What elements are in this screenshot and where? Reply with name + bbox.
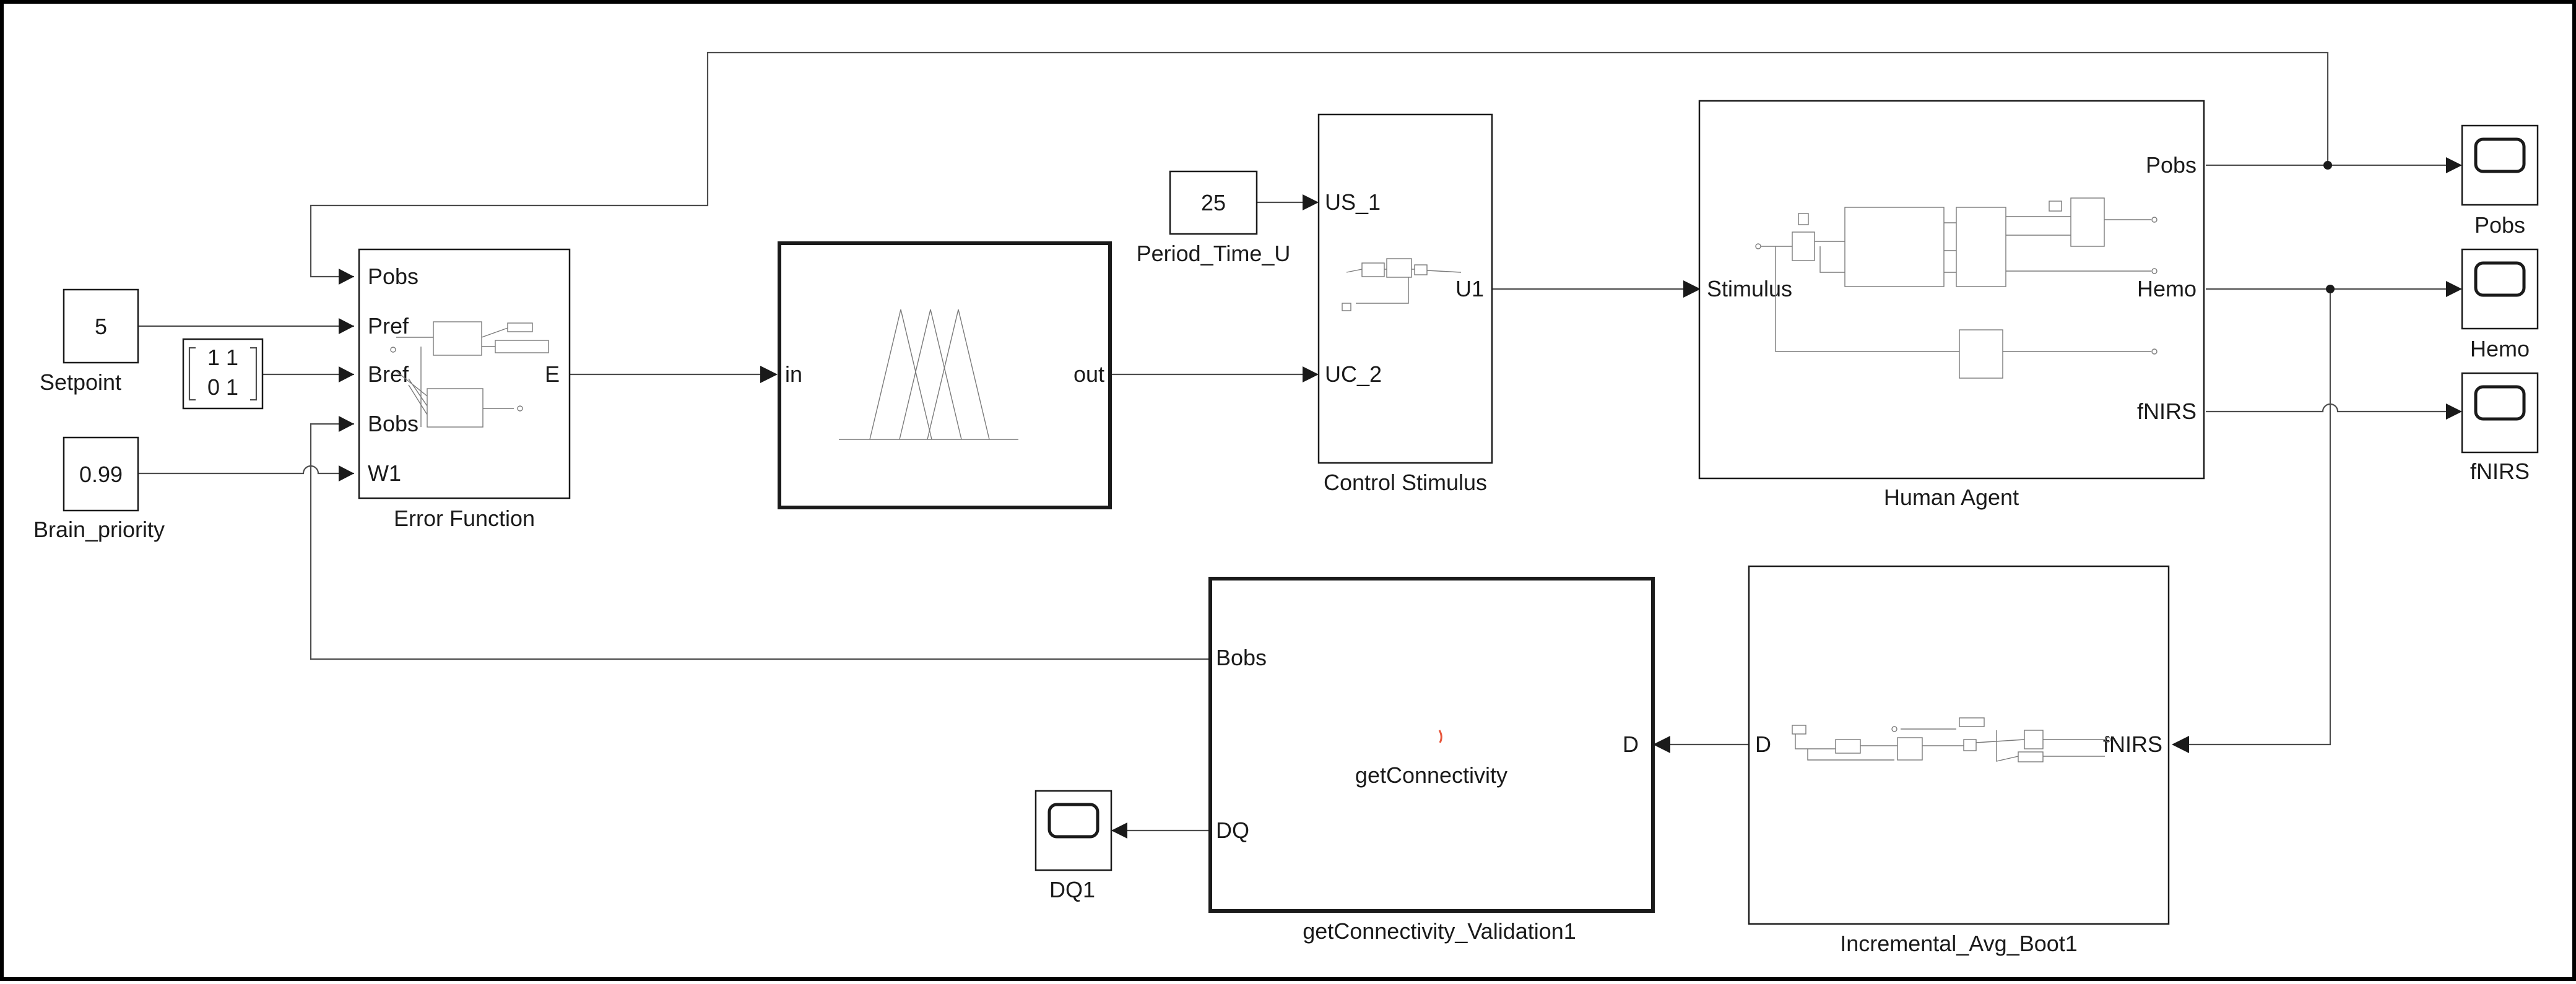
bracket-left bbox=[188, 347, 196, 401]
wire-bobs-feedback[interactable] bbox=[310, 423, 1210, 660]
arrow-icon bbox=[760, 366, 778, 383]
junction-dot bbox=[2323, 161, 2332, 170]
port-us1: US_1 bbox=[1325, 189, 1381, 215]
scope-icon bbox=[2474, 385, 2526, 421]
get-connectivity-block[interactable]: Bobs D DQ getConnectivity getConnectivit… bbox=[1208, 577, 1655, 944]
arrow-icon bbox=[1111, 822, 1127, 839]
arrow-icon bbox=[2446, 157, 2462, 173]
port-pref: Pref bbox=[368, 313, 409, 339]
port-w1: W1 bbox=[368, 460, 401, 486]
setpoint-block[interactable]: 5 Setpoint bbox=[40, 288, 139, 395]
port-e: E bbox=[545, 361, 560, 387]
arrow-icon bbox=[339, 269, 354, 285]
port-bobs: Bobs bbox=[368, 411, 418, 436]
get-connectivity-label: getConnectivity_Validation1 bbox=[1303, 918, 1576, 944]
scope-hemo[interactable]: Hemo bbox=[2461, 248, 2539, 361]
arrow-icon bbox=[1653, 736, 1670, 753]
scope-pobs[interactable]: Pobs bbox=[2461, 124, 2539, 238]
setpoint-value: 5 bbox=[95, 314, 107, 339]
arrow-icon bbox=[339, 366, 354, 382]
port-uc2: UC_2 bbox=[1325, 361, 1382, 387]
control-stimulus-label: Control Stimulus bbox=[1324, 470, 1487, 495]
port-pobs: Pobs bbox=[368, 264, 418, 289]
arrow-icon bbox=[339, 318, 354, 334]
arrow-icon bbox=[1303, 366, 1319, 382]
arrow-icon bbox=[339, 465, 354, 481]
arrow-icon bbox=[1683, 280, 1701, 298]
incremental-avg-label: Incremental_Avg_Boot1 bbox=[1840, 931, 2078, 956]
subsystem-preview bbox=[1792, 717, 2111, 762]
arrow-icon bbox=[1303, 194, 1319, 210]
port-u1: U1 bbox=[1455, 276, 1484, 301]
subsystem-preview bbox=[1755, 197, 2158, 379]
port-fnirs-in: fNIRS bbox=[2103, 732, 2162, 757]
subsystem-preview bbox=[1342, 258, 1462, 311]
incremental-avg-block[interactable]: D fNIRS Incremental_Avg_Boot1 bbox=[1748, 565, 2170, 956]
subsystem-preview bbox=[390, 321, 549, 428]
wire-hemo-incremental[interactable] bbox=[2184, 289, 2331, 746]
matrix-row-2: 0 1 bbox=[207, 374, 238, 400]
scope-fnirs[interactable]: fNIRS bbox=[2461, 372, 2539, 484]
port-bobs-in: Bobs bbox=[1216, 645, 1267, 670]
scope-icon bbox=[2474, 261, 2526, 297]
scope-icon bbox=[2474, 137, 2526, 173]
bracket-right bbox=[250, 347, 258, 401]
arrow-icon bbox=[2172, 736, 2189, 753]
scope-pobs-label: Pobs bbox=[2474, 212, 2525, 238]
arrow-icon bbox=[339, 416, 354, 432]
membership-function-icon bbox=[839, 309, 1018, 440]
junction-dot bbox=[2326, 285, 2335, 293]
arrow-icon bbox=[2446, 404, 2462, 420]
matlab-function-icon bbox=[1438, 730, 1442, 743]
error-function-block[interactable]: Pobs Pref Bref Bobs W1 E Error Function bbox=[358, 248, 571, 531]
period-time-block[interactable]: 25 Period_Time_U bbox=[1137, 170, 1291, 266]
scope-dq1[interactable]: DQ1 bbox=[1034, 790, 1112, 902]
error-function-label: Error Function bbox=[394, 506, 535, 531]
period-time-label: Period_Time_U bbox=[1137, 241, 1291, 266]
port-in: in bbox=[785, 361, 802, 387]
brain-priority-block[interactable]: 0.99 Brain_priority bbox=[33, 436, 165, 542]
brain-priority-label: Brain_priority bbox=[33, 517, 165, 542]
period-time-value: 25 bbox=[1201, 190, 1226, 215]
brain-priority-value: 0.99 bbox=[79, 462, 123, 487]
setpoint-label: Setpoint bbox=[40, 369, 121, 395]
port-out: out bbox=[1073, 361, 1104, 387]
port-hemo-out: Hemo bbox=[2137, 276, 2197, 301]
port-d-out: D bbox=[1623, 732, 1639, 757]
control-stimulus-block[interactable]: US_1 UC_2 U1 Control Stimulus bbox=[1317, 113, 1493, 495]
scope-fnirs-label: fNIRS bbox=[2470, 459, 2530, 484]
port-pobs-out: Pobs bbox=[2146, 152, 2197, 178]
get-connectivity-function-label: getConnectivity bbox=[1355, 762, 1507, 788]
wire-pobs-feedback[interactable] bbox=[310, 51, 2329, 278]
port-stimulus: Stimulus bbox=[1707, 276, 1792, 301]
port-dq-out: DQ bbox=[1216, 818, 1249, 843]
scope-hemo-label: Hemo bbox=[2470, 336, 2530, 361]
matrix-row-1: 1 1 bbox=[207, 345, 238, 370]
port-bref: Bref bbox=[368, 361, 409, 387]
port-d-incremental: D bbox=[1755, 732, 1771, 757]
fuzzy-membership-block[interactable]: in out bbox=[778, 241, 1112, 509]
scope-dq1-label: DQ1 bbox=[1049, 877, 1095, 902]
port-fnirs-out: fNIRS bbox=[2137, 399, 2197, 424]
arrow-icon bbox=[2446, 281, 2462, 297]
human-agent-block[interactable]: Stimulus Pobs Hemo fNIRS Human Agent bbox=[1698, 100, 2205, 510]
matrix-constant-block[interactable]: 1 1 0 1 bbox=[182, 338, 264, 410]
human-agent-label: Human Agent bbox=[1884, 485, 2019, 510]
scope-icon bbox=[1047, 803, 1099, 839]
